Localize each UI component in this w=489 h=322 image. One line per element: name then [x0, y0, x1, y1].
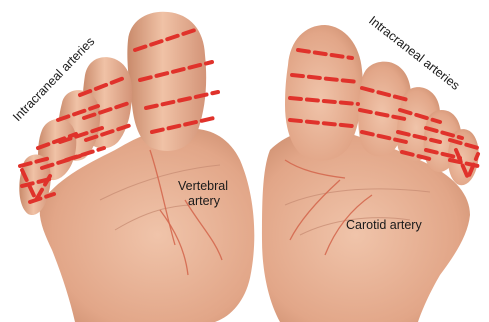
left-hand [19, 12, 254, 322]
right-thumb [285, 25, 363, 161]
vertebral-label-line2: artery [188, 194, 221, 208]
vertebral-label-line1: Vertebral [178, 179, 228, 193]
carotid-label: Carotid artery [346, 218, 422, 232]
